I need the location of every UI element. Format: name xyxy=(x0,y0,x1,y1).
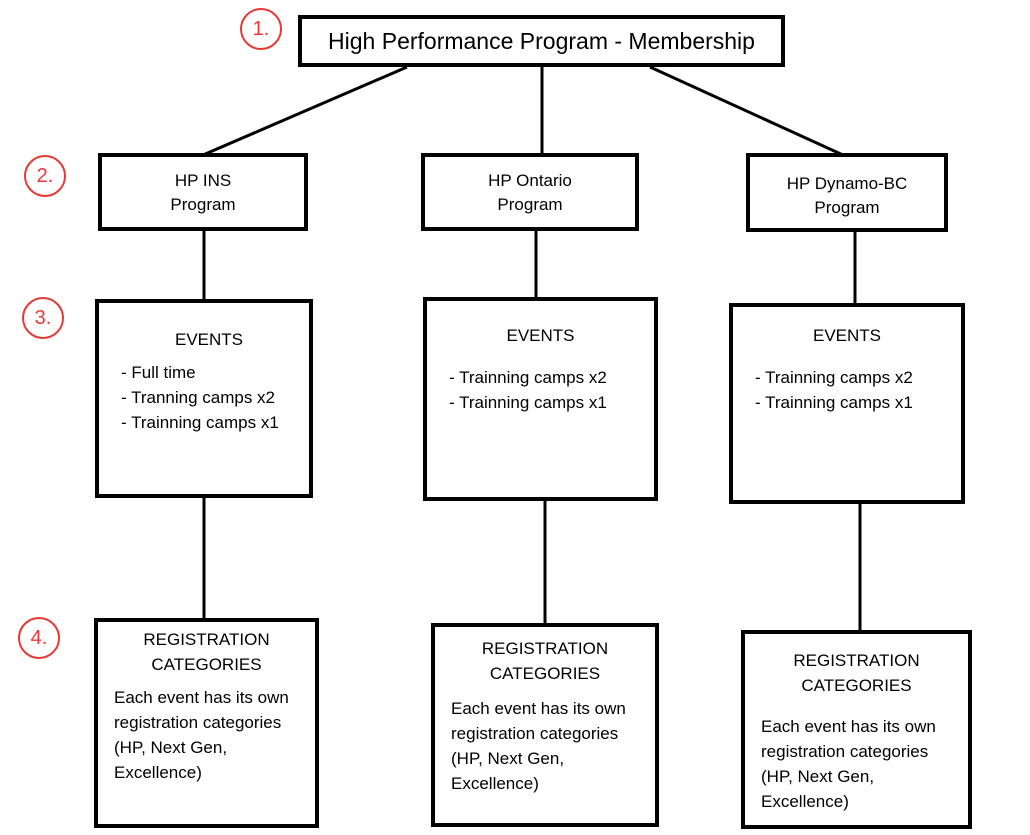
step-marker-1-label: 1. xyxy=(252,18,270,40)
registration-title-line2: CATEGORIES xyxy=(151,655,262,674)
registration-title-line1: REGISTRATION xyxy=(481,639,609,658)
program-name-line2: Program xyxy=(814,198,880,217)
registration-desc-line: (HP, Next Gen, xyxy=(114,738,228,757)
program-name-line1: HP Ontario xyxy=(488,171,572,190)
registration-desc-line: Excellence) xyxy=(114,763,202,782)
program-node-ontario: HP Ontario Program xyxy=(421,153,639,231)
events-node-ins: EVENTS - Full time - Tranning camps x2 -… xyxy=(95,299,313,498)
program-name-line1: HP INS xyxy=(174,171,232,190)
program-node-dynamo: HP Dynamo-BC Program xyxy=(746,153,948,232)
registration-desc-line: registration categories xyxy=(114,713,282,732)
connector-root-to-ins xyxy=(202,65,408,157)
step-marker-4: 4. xyxy=(18,617,60,659)
step-marker-3-label: 3. xyxy=(34,307,52,329)
registration-desc-line: registration categories xyxy=(451,724,619,743)
root-node: High Performance Program - Membership xyxy=(298,15,785,67)
registration-desc-line: Excellence) xyxy=(451,774,539,793)
events-title: EVENTS xyxy=(174,330,244,349)
event-item: - Trainning camps x1 xyxy=(449,393,607,412)
program-name-line2: Program xyxy=(497,195,563,214)
registration-node-ins: REGISTRATION CATEGORIES Each event has i… xyxy=(94,618,319,828)
events-title: EVENTS xyxy=(812,326,882,345)
program-name-line1: HP Dynamo-BC xyxy=(786,174,908,193)
registration-title-line1: REGISTRATION xyxy=(143,630,270,649)
step-marker-3: 3. xyxy=(22,297,64,339)
connector-root-to-dynamo xyxy=(649,65,844,157)
registration-node-dynamo: REGISTRATION CATEGORIES Each event has i… xyxy=(741,630,972,829)
step-marker-4-label: 4. xyxy=(30,627,48,649)
registration-desc-line: Each event has its own xyxy=(114,688,289,707)
event-item: - Full time xyxy=(121,363,196,382)
event-item: - Trainning camps x1 xyxy=(755,393,913,412)
event-item: - Tranning camps x2 xyxy=(121,388,276,407)
event-item: - Trainning camps x1 xyxy=(121,413,279,432)
program-node-ins: HP INS Program xyxy=(98,153,308,231)
step-marker-2: 2. xyxy=(24,155,66,197)
registration-desc-line: registration categories xyxy=(761,742,929,761)
registration-node-ontario: REGISTRATION CATEGORIES Each event has i… xyxy=(431,623,659,827)
event-item: - Trainning camps x2 xyxy=(755,368,913,387)
event-item: - Trainning camps x2 xyxy=(449,368,607,387)
registration-title-line2: CATEGORIES xyxy=(801,676,912,695)
step-marker-2-label: 2. xyxy=(36,165,54,187)
registration-desc-line: (HP, Next Gen, xyxy=(451,749,565,768)
root-title: High Performance Program - Membership xyxy=(328,28,755,54)
events-title: EVENTS xyxy=(506,326,575,345)
registration-title-line1: REGISTRATION xyxy=(793,651,920,670)
registration-desc-line: Excellence) xyxy=(761,792,849,811)
events-node-ontario: EVENTS - Trainning camps x2 - Trainning … xyxy=(423,297,658,501)
step-marker-1: 1. xyxy=(240,8,282,50)
registration-title-line2: CATEGORIES xyxy=(489,664,601,683)
registration-desc-line: Each event has its own xyxy=(761,717,936,736)
registration-desc-line: Each event has its own xyxy=(451,699,626,718)
events-node-dynamo: EVENTS - Trainning camps x2 - Trainning … xyxy=(729,303,965,504)
registration-desc-line: (HP, Next Gen, xyxy=(761,767,875,786)
program-name-line2: Program xyxy=(170,195,236,214)
